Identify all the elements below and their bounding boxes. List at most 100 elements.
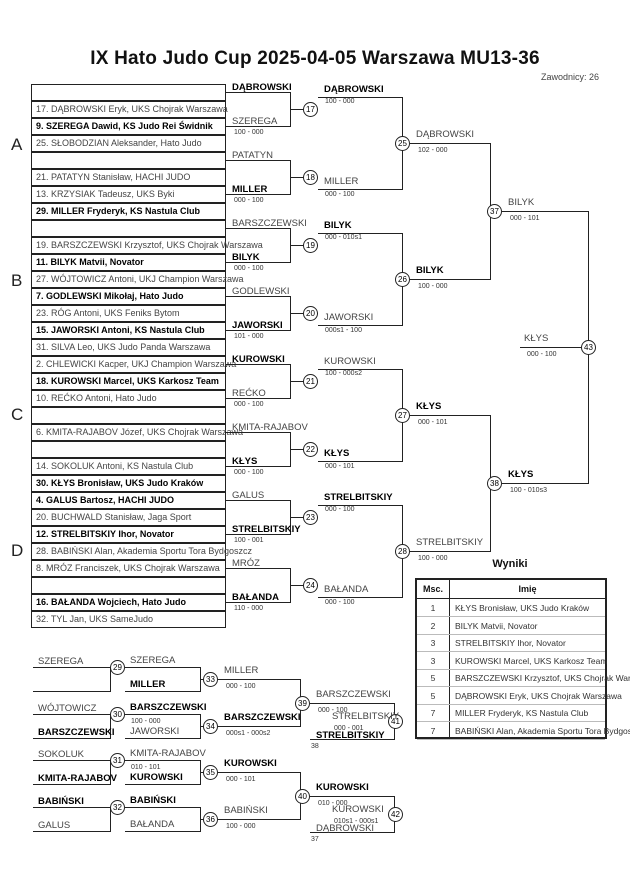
results-row: 7 MILLER Fryderyk, KS Nastula Club — [417, 703, 605, 722]
player-slot: 17. DĄBROWSKI Eryk, UKS Chojrak Warszawa — [31, 101, 228, 118]
bracket-line — [410, 415, 490, 416]
results-name: STRELBITSKIY Ihor, Novator — [455, 638, 566, 648]
results-place: 7 — [430, 708, 436, 718]
match-score: 38 — [311, 742, 319, 750]
results-title: Wyniki — [492, 558, 528, 570]
match-score: 100 - 000 — [131, 718, 161, 725]
rep3-name: BARSZCZEWSKI — [316, 688, 391, 700]
match-score: 101 - 000 — [234, 333, 264, 340]
r2-bot-name: BAŁANDA — [324, 584, 369, 595]
bracket-line — [125, 691, 200, 692]
bracket-line — [33, 831, 110, 832]
bracket-line — [226, 160, 290, 161]
r1-bot-name: BILYK — [232, 252, 260, 263]
r1-top-name: MRÓZ — [232, 558, 260, 569]
bracket-line — [33, 760, 110, 761]
r1-bot-name: REĆKO — [232, 388, 266, 399]
match-score: 100 - 000 — [418, 283, 448, 290]
bracket-line — [310, 831, 394, 833]
match-number: 32 — [110, 800, 125, 815]
bronze-name: STRELBITSKIY — [332, 710, 400, 722]
r2-bot-name: JAWORSKI — [324, 312, 374, 323]
player-slot: 2. CHLEWICKI Kacper, UKJ Champion Warsza… — [31, 356, 236, 373]
bracket-line — [125, 714, 200, 715]
match-number: 19 — [303, 238, 318, 253]
rep-right-name: BABIŃSKI — [130, 795, 176, 806]
r1-bot-name: MILLER — [232, 184, 268, 195]
player-slot: 19. BARSZCZEWSKI Krzysztof, UKS Chojrak … — [31, 237, 263, 254]
r2-bot-name: KŁYS — [324, 448, 350, 459]
results-name: BARSZCZEWSKI Krzysztof, UKS Chojrak Wars… — [455, 673, 630, 683]
player-slot: 4. GALUS Bartosz, HACHI JUDO — [31, 492, 226, 509]
player-slot: 6. KMITA-RAJABOV Józef, UKS Chojrak Wars… — [31, 424, 243, 441]
results-name: DĄBROWSKI Eryk, UKS Chojrak Warszawa — [455, 690, 622, 701]
r1-top-name: GALUS — [232, 490, 265, 501]
match-score: 000 - 100 — [234, 197, 264, 204]
player-slot: 12. STRELBITSKIY Ihor, Novator — [31, 526, 226, 543]
bracket-line — [125, 807, 200, 808]
match-score: 010s1 - 000s1 — [334, 817, 379, 825]
bracket-line — [226, 126, 290, 127]
rep-right-name: BAŁANDA — [130, 819, 175, 830]
rep2-name: KUROWSKI — [224, 758, 277, 769]
bracket-line — [318, 505, 402, 506]
player-slot: 21. PATATYN Stanisław, HACHI JUDO — [31, 169, 226, 186]
bracket-line — [125, 784, 200, 785]
rep-right-name: BARSZCZEWSKI — [130, 702, 207, 713]
match-score: 100 - 010s3 — [510, 487, 547, 494]
bracket-line — [226, 568, 290, 569]
player-slot: 8. MRÓZ Franciszek, UKS Chojrak Warszawa — [31, 560, 226, 577]
final-name: KŁYS — [524, 333, 549, 344]
bracket-line — [226, 500, 290, 501]
player-slot: 15. JAWORSKI Antoni, KS Nastula Club — [31, 322, 226, 339]
bracket-line — [318, 97, 402, 98]
bracket-line — [502, 211, 588, 212]
rep-left-name: WÓJTOWICZ — [38, 703, 97, 714]
match-score: 37 — [311, 835, 319, 843]
match-score: 000 - 101 — [226, 776, 256, 783]
player-slot: 28. BABIŃSKI Alan, Akademia Sportu Tora … — [31, 543, 252, 560]
bracket-line — [226, 262, 290, 263]
match-score: 000 - 100 — [325, 599, 355, 606]
results-header-name: Imię — [518, 584, 537, 594]
results-place: 7 — [430, 725, 436, 736]
bronze-name: STRELBITSKIY — [316, 729, 385, 741]
match-score: 010 - 000 — [318, 799, 348, 807]
match-score: 100 - 000 — [325, 98, 355, 105]
bracket-line — [318, 597, 402, 598]
match-number: 28 — [395, 544, 410, 559]
bracket-line — [33, 691, 110, 692]
match-score: 000 - 100 — [325, 191, 355, 198]
match-number: 42 — [388, 806, 403, 822]
player-slot: 30. KŁYS Bronisław, UKS Judo Kraków — [31, 475, 226, 492]
sf-name: KŁYS — [508, 469, 534, 480]
bracket-line — [410, 143, 490, 144]
match-score: 000 - 101 — [325, 463, 355, 470]
match-number: 18 — [303, 170, 318, 185]
bracket-line — [125, 738, 200, 739]
match-number: 17 — [303, 102, 318, 117]
match-score: 102 - 000 — [418, 147, 448, 154]
match-number: 20 — [303, 306, 318, 321]
bracket-line — [33, 784, 110, 785]
r1-top-name: GODLEWSKI — [232, 286, 290, 297]
bracket-line — [226, 398, 290, 399]
bracket-line — [310, 702, 394, 704]
player-slot: 29. MILLER Fryderyk, KS Nastula Club — [31, 203, 226, 220]
bracket-line — [110, 760, 111, 785]
match-score: 000 - 010s1 — [325, 234, 362, 241]
r2-top-name: DĄBROWSKI — [324, 84, 384, 95]
player-slot: 23. RÓG Antoni, UKS Feniks Bytom — [31, 305, 226, 322]
bracket-line — [110, 667, 111, 692]
section-d-label: D — [11, 541, 24, 560]
player-slot — [31, 441, 226, 458]
bracket-line — [218, 679, 300, 680]
bracket-line — [33, 714, 110, 715]
results-name: MILLER Fryderyk, KS Nastula Club — [455, 708, 589, 718]
bracket-line — [410, 279, 490, 280]
match-number: 31 — [110, 753, 125, 768]
bracket-line — [33, 807, 110, 808]
rep2-name: MILLER — [224, 665, 259, 676]
bracket-line — [318, 325, 402, 326]
